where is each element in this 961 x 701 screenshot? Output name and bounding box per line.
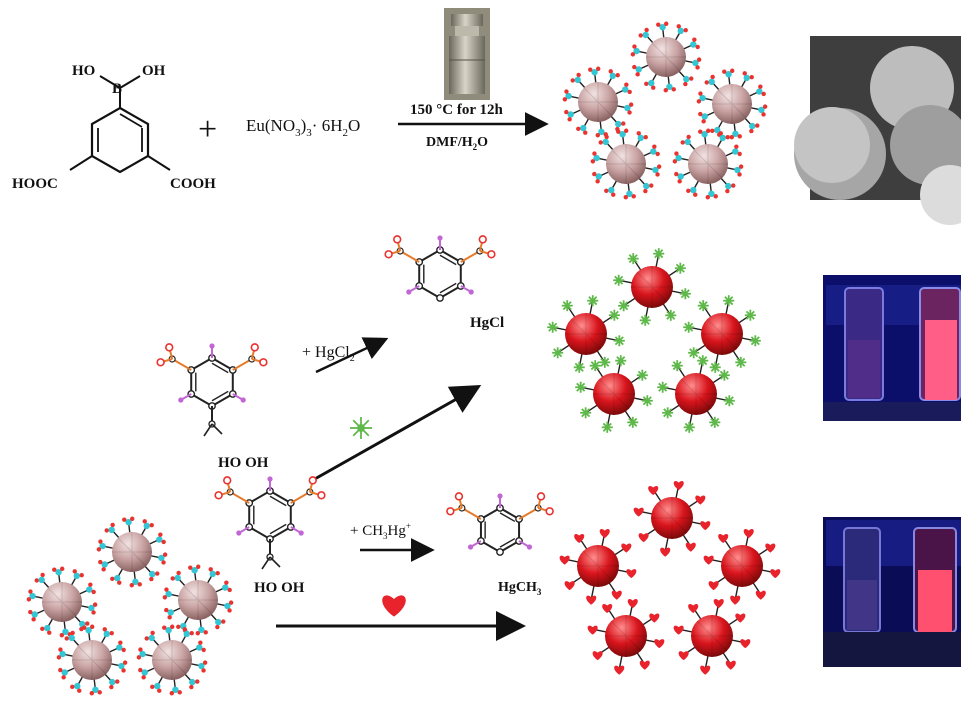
hgcl-product-label: HgCl — [470, 315, 504, 331]
boronic-ligand-molecule-a — [156, 343, 268, 437]
sem-image — [794, 36, 961, 225]
top-particle-2 — [562, 66, 634, 138]
boron-label: B — [112, 81, 122, 97]
mof-cluster-start — [26, 516, 234, 696]
ch3hg-particle-1 — [633, 481, 711, 557]
top-particle-3 — [696, 68, 768, 140]
hgcl-product-molecule — [384, 235, 496, 302]
mof-cluster-hg — [547, 248, 761, 433]
hgch3-product-molecule — [446, 492, 554, 556]
oh-right-label: OH — [142, 63, 166, 79]
ch3hg-particle-3 — [703, 529, 781, 605]
hg-particle-4 — [575, 355, 653, 433]
ch3hg-particle-5 — [673, 599, 751, 675]
hg-particle-2 — [547, 295, 625, 373]
hg-particle-5 — [657, 355, 735, 433]
boronic-ligand-molecule-b — [214, 476, 326, 570]
top-particle-1 — [630, 21, 702, 93]
ch3hg-reagent: + CH3Hg+ — [350, 521, 411, 541]
hgcl2-reagent: + HgCl2 — [302, 344, 355, 364]
ch3hg-particle-2 — [559, 529, 637, 605]
green-star-icon — [350, 417, 372, 439]
cooh-right-label: COOH — [170, 176, 216, 192]
hg-particle-3 — [683, 295, 761, 373]
start-particle-5 — [136, 624, 208, 696]
cooh-left-label: HOOC — [12, 176, 58, 192]
start-particle-4 — [56, 624, 128, 696]
condition-top: 150 °C for 12h — [410, 102, 503, 118]
hydroxyl-label-a: HO OH — [218, 455, 269, 471]
top-particle-4 — [590, 128, 662, 200]
fluorescence-photo-1 — [823, 275, 961, 421]
autoclave-icon — [444, 8, 490, 100]
fluorescence-photo-2 — [823, 517, 961, 667]
metal-salt-formula: Eu(NO3)3· 6H2O — [246, 116, 360, 139]
reaction-arrow-green — [312, 385, 482, 482]
mof-cluster-top — [562, 21, 768, 200]
oh-left-label: HO — [72, 63, 95, 79]
heart-icon — [382, 595, 406, 617]
reaction-arrow-hgcl2 — [315, 337, 389, 374]
mof-cluster-ch3hg — [559, 481, 781, 675]
top-particle-5 — [672, 128, 744, 200]
start-particle-2 — [26, 566, 98, 638]
start-particle-3 — [162, 564, 234, 636]
plus-sign: + — [198, 111, 217, 148]
ch3hg-particle-4 — [587, 599, 665, 675]
start-particle-1 — [96, 516, 168, 588]
condition-bottom: DMF/H2O — [426, 135, 488, 152]
hg-particle-1 — [613, 248, 691, 326]
hgch3-product-label: HgCH3 — [498, 580, 542, 597]
hydroxyl-label-b: HO OH — [254, 580, 305, 596]
boronic-acid-molecule — [69, 75, 171, 174]
